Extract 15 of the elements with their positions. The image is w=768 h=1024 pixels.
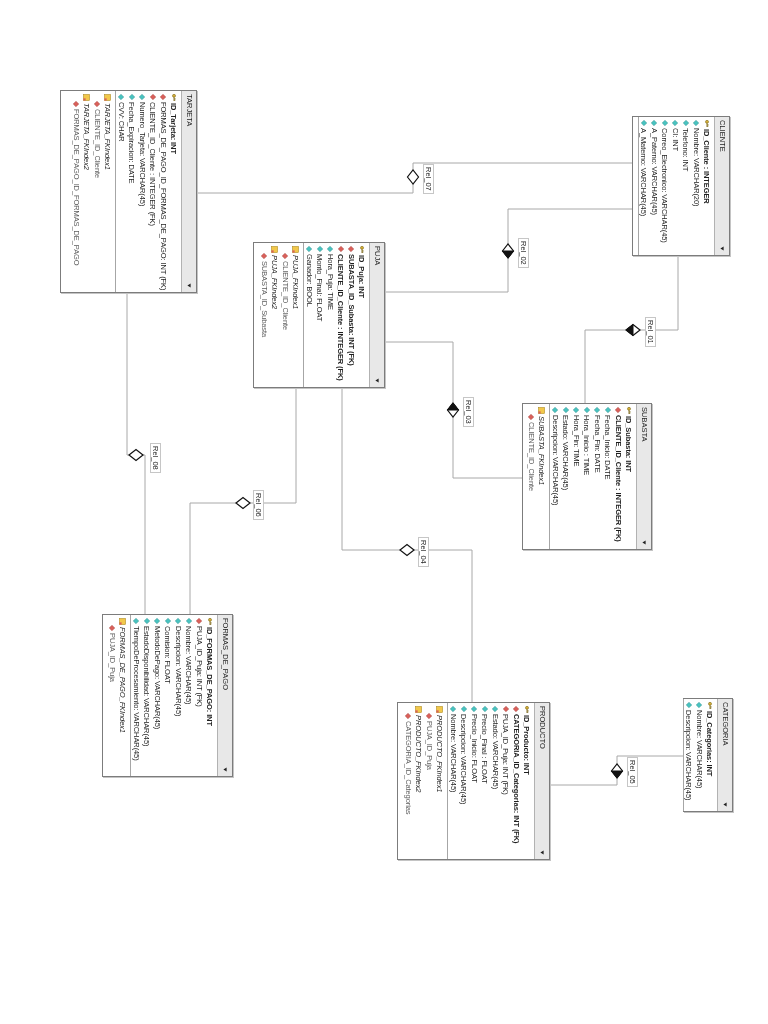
entity-table <box>683 698 733 812</box>
connector-line <box>126 292 146 615</box>
connector-line <box>196 162 633 194</box>
connector-line <box>549 755 684 786</box>
connector-line <box>384 341 523 479</box>
entity-table <box>102 614 233 777</box>
connector-line <box>341 387 473 703</box>
connector-line <box>189 387 297 615</box>
connector-line <box>384 208 633 293</box>
entity-table <box>60 90 197 293</box>
connector-line <box>584 255 679 404</box>
entity-table <box>397 702 550 860</box>
entity-table <box>522 403 652 550</box>
entity-table <box>253 242 385 388</box>
entity-table <box>632 116 730 256</box>
